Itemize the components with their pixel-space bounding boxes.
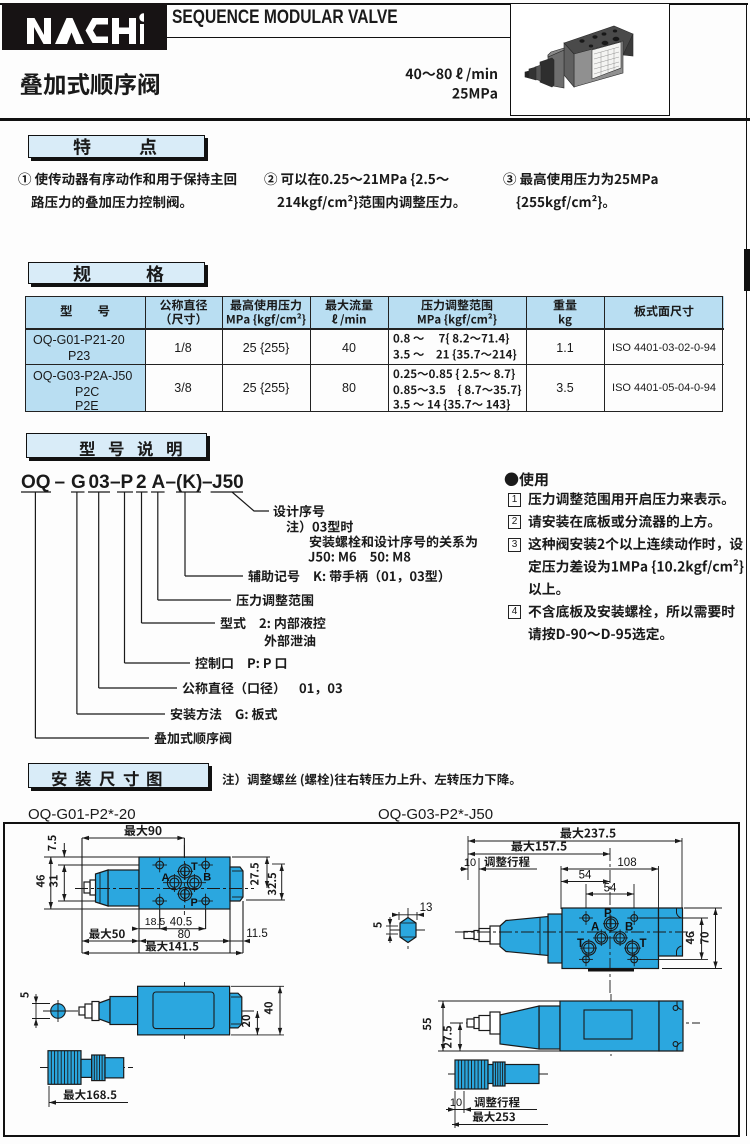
svg-text:13: 13 [420,902,433,914]
svg-text:10: 10 [464,857,476,869]
svg-text:A: A [162,872,170,884]
svg-text:B: B [625,922,633,934]
svg-text:80: 80 [178,929,191,941]
svg-text:P: P [604,908,612,920]
svg-text:A: A [591,922,599,934]
svg-text:B: B [203,872,211,884]
svg-text:11.5: 11.5 [246,928,268,940]
svg-text:T: T [191,861,198,873]
svg-text:T: T [577,938,584,950]
svg-text:18.5: 18.5 [145,916,166,928]
svg-text:40.5: 40.5 [170,917,192,929]
svg-text:P: P [191,897,198,909]
svg-text:108: 108 [617,857,636,869]
svg-text:54: 54 [579,870,592,882]
svg-text:T: T [640,938,647,950]
svg-text:10: 10 [450,1097,462,1109]
